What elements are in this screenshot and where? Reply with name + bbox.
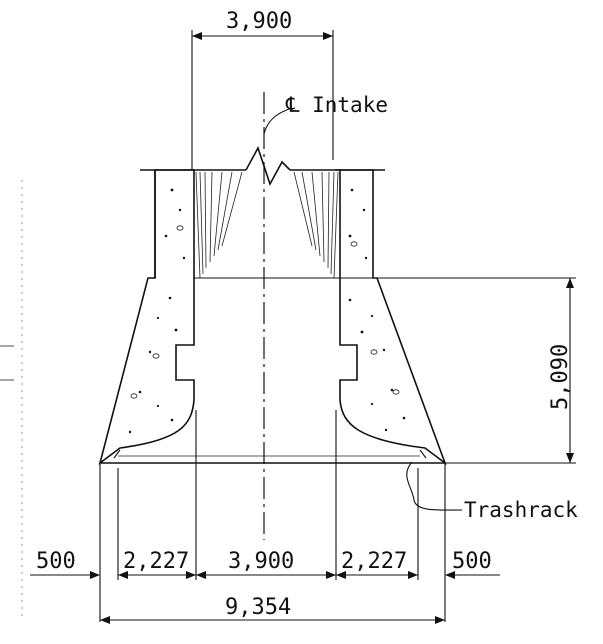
height-dimension: 5,090 [445, 278, 576, 464]
dim-left-500: 500 [36, 549, 76, 574]
dim-right-500: 500 [452, 549, 492, 574]
centerline-label: ℄ Intake [285, 93, 388, 117]
top-width-label: 3,900 [226, 9, 292, 34]
break-line [140, 146, 385, 186]
right-wall [335, 169, 447, 466]
inlet-flares [195, 171, 339, 279]
dim-left-2227: 2,227 [123, 549, 189, 574]
overall-width-label: 9,354 [225, 595, 291, 620]
bottom-extension-lines [99, 410, 446, 622]
bottom-chain-dimension: 500 2,227 3,900 2,227 500 [30, 549, 500, 579]
overall-dimension: 9,354 [100, 595, 445, 624]
height-label: 5,090 [548, 344, 573, 410]
margin-marks [0, 180, 23, 620]
bottom-sill [100, 449, 445, 464]
trashrack-callout: Trashrack [406, 461, 578, 522]
dim-center-3900: 3,900 [228, 549, 294, 574]
left-wall [98, 169, 195, 466]
top-dimension: 3,900 [191, 9, 334, 170]
dim-right-2227: 2,227 [341, 549, 407, 574]
trashrack-label: Trashrack [464, 498, 578, 522]
centerline: ℄ Intake [263, 92, 388, 540]
